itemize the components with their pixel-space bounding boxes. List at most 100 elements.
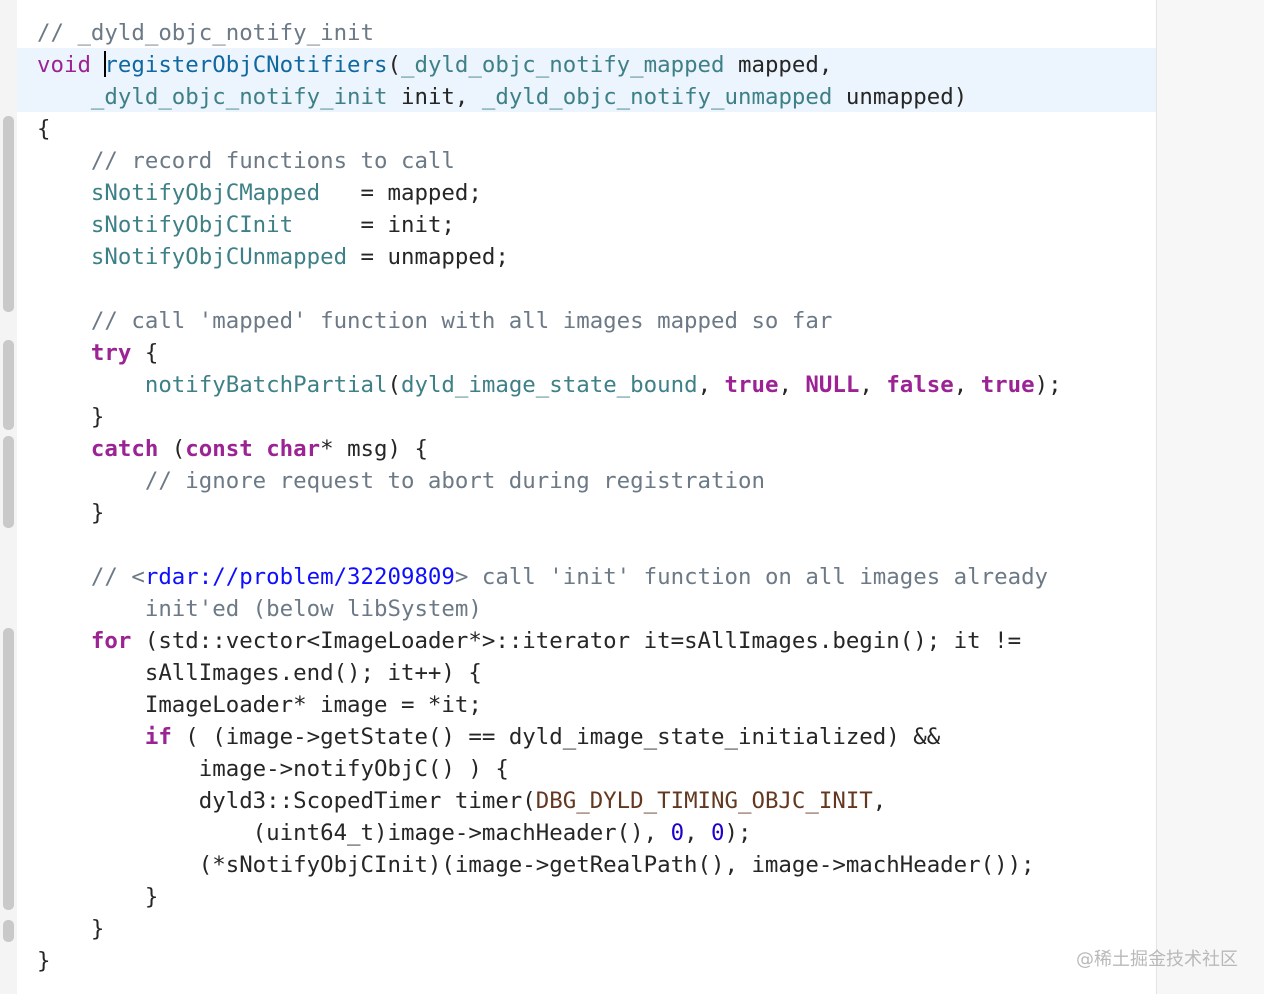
code-line[interactable]: dyld3::ScopedTimer timer(DBG_DYLD_TIMING…	[37, 785, 1062, 817]
code-token-comment: // ignore request to abort during regist…	[144, 468, 765, 494]
code-token-plain	[37, 628, 91, 654]
code-fold-ribbon[interactable]	[3, 920, 14, 942]
code-token-plain: (	[158, 436, 186, 462]
code-token-plain: ,	[684, 820, 712, 846]
code-token-plain: {	[37, 116, 51, 142]
code-token-keyword: if	[144, 724, 172, 750]
code-token-plain: }	[37, 948, 51, 974]
code-token-funcdecl: registerObjCNotifiers	[104, 52, 388, 78]
code-fold-ribbon[interactable]	[3, 696, 14, 910]
code-line[interactable]: _dyld_objc_notify_init init, _dyld_objc_…	[37, 81, 1062, 113]
code-line[interactable]: }	[37, 401, 1062, 433]
code-token-var: sNotifyObjCInit	[90, 212, 294, 238]
code-token-plain	[37, 372, 145, 398]
code-token-plain: {	[131, 340, 159, 366]
code-line[interactable]: sNotifyObjCMapped = mapped;	[37, 177, 1062, 209]
code-line[interactable]: init'ed (below libSystem)	[37, 593, 1062, 625]
code-line[interactable]: // call 'mapped' function with all image…	[37, 305, 1062, 337]
code-token-plain: init,	[387, 84, 482, 110]
code-token-plain: }	[37, 500, 105, 526]
code-token-plain	[37, 180, 91, 206]
code-line[interactable]: image->notifyObjC() ) {	[37, 753, 1062, 785]
code-token-plain	[37, 308, 91, 334]
watermark: @稀土掘金技术社区	[1076, 949, 1238, 970]
code-token-plain: ,	[872, 788, 887, 814]
code-token-type: void	[37, 52, 91, 78]
code-token-plain	[37, 564, 91, 590]
code-token-number: 0	[711, 820, 725, 846]
code-token-keyword: catch	[90, 436, 159, 462]
text-cursor	[104, 51, 107, 77]
code-token-plain: ( (image->getState() == dyld_image_state…	[171, 724, 941, 750]
code-token-plain	[37, 596, 145, 622]
minimap-panel[interactable]	[1156, 0, 1264, 994]
code-line[interactable]: notifyBatchPartial(dyld_image_state_boun…	[37, 369, 1062, 401]
code-token-comment: > call 'init' function on all images alr…	[454, 564, 1049, 590]
code-token-plain: unmapped)	[832, 84, 968, 110]
code-token-plain: }	[37, 916, 105, 942]
code-line[interactable]: (uint64_t)image->machHeader(), 0, 0);	[37, 817, 1062, 849]
code-line[interactable]: void registerObjCNotifiers(_dyld_objc_no…	[37, 49, 1062, 81]
code-token-plain: (	[387, 52, 401, 78]
code-line[interactable]: // _dyld_objc_notify_init	[37, 17, 1062, 49]
code-token-number: 0	[670, 820, 685, 846]
code-token-var: dyld_image_state_bound	[400, 372, 698, 398]
code-token-plain: );	[1034, 372, 1062, 398]
code-line[interactable]: ImageLoader* image = *it;	[37, 689, 1062, 721]
code-token-plain: ,	[697, 372, 725, 398]
code-line[interactable]: }	[37, 497, 1062, 529]
code-line[interactable]: }	[37, 881, 1062, 913]
code-line[interactable]: try {	[37, 337, 1062, 369]
code-token-plain: ,	[859, 372, 887, 398]
code-token-plain: }	[37, 884, 159, 910]
code-token-plain: }	[37, 404, 105, 430]
code-token-keyword: try	[90, 340, 132, 366]
current-line-highlight	[17, 48, 1156, 112]
code-token-plain: ImageLoader* image = *it;	[37, 692, 482, 718]
code-line[interactable]: // ignore request to abort during regist…	[37, 465, 1062, 497]
code-line[interactable]	[37, 273, 1062, 305]
code-token-plain	[37, 468, 145, 494]
code-token-plain	[37, 212, 91, 238]
code-line[interactable]: sNotifyObjCUnmapped = unmapped;	[37, 241, 1062, 273]
code-token-plain	[37, 244, 91, 270]
code-token-plain: = unmapped;	[347, 244, 509, 270]
code-token-link: rdar://problem/32209809	[144, 564, 455, 590]
code-fold-ribbon[interactable]	[3, 436, 14, 528]
code-token-keyword: true	[724, 372, 779, 398]
code-token-plain: sAllImages.end(); it++) {	[37, 660, 482, 686]
code-line[interactable]: if ( (image->getState() == dyld_image_st…	[37, 721, 1062, 753]
code-line[interactable]: {	[37, 113, 1062, 145]
code-fold-ribbon[interactable]	[3, 116, 14, 312]
code-line[interactable]	[37, 529, 1062, 561]
code-token-comment: // record functions to call	[90, 148, 455, 174]
code-line[interactable]: }	[37, 945, 1062, 977]
code-token-var: _dyld_objc_notify_init	[90, 84, 388, 110]
editor-gutter	[0, 0, 17, 994]
code-token-keyword: char	[266, 436, 321, 462]
code-token-keyword: true	[980, 372, 1035, 398]
code-token-plain: );	[724, 820, 752, 846]
code-line[interactable]: catch (const char* msg) {	[37, 433, 1062, 465]
code-token-plain: = init;	[293, 212, 455, 238]
code-line[interactable]: sAllImages.end(); it++) {	[37, 657, 1062, 689]
code-token-plain: dyld3::ScopedTimer timer(	[37, 788, 536, 814]
code-token-var: _dyld_objc_notify_unmapped	[481, 84, 833, 110]
code-token-plain	[37, 340, 91, 366]
code-line[interactable]: (*sNotifyObjCInit)(image->getRealPath(),…	[37, 849, 1062, 881]
code-line[interactable]: // <rdar://problem/32209809> call 'init'…	[37, 561, 1062, 593]
code-fold-ribbon[interactable]	[3, 340, 14, 430]
code-line[interactable]: }	[37, 913, 1062, 945]
code-line[interactable]: for (std::vector<ImageLoader*>::iterator…	[37, 625, 1062, 657]
code-fold-ribbon[interactable]	[3, 628, 14, 710]
code-token-keyword: const	[185, 436, 253, 462]
code-token-comment: // call 'mapped' function with all image…	[90, 308, 833, 334]
code-token-plain	[253, 436, 266, 462]
code-token-var: sNotifyObjCUnmapped	[90, 244, 348, 270]
code-token-plain	[37, 148, 91, 174]
code-line[interactable]: sNotifyObjCInit = init;	[37, 209, 1062, 241]
code-line[interactable]: // record functions to call	[37, 145, 1062, 177]
code-token-plain: * msg) {	[320, 436, 428, 462]
